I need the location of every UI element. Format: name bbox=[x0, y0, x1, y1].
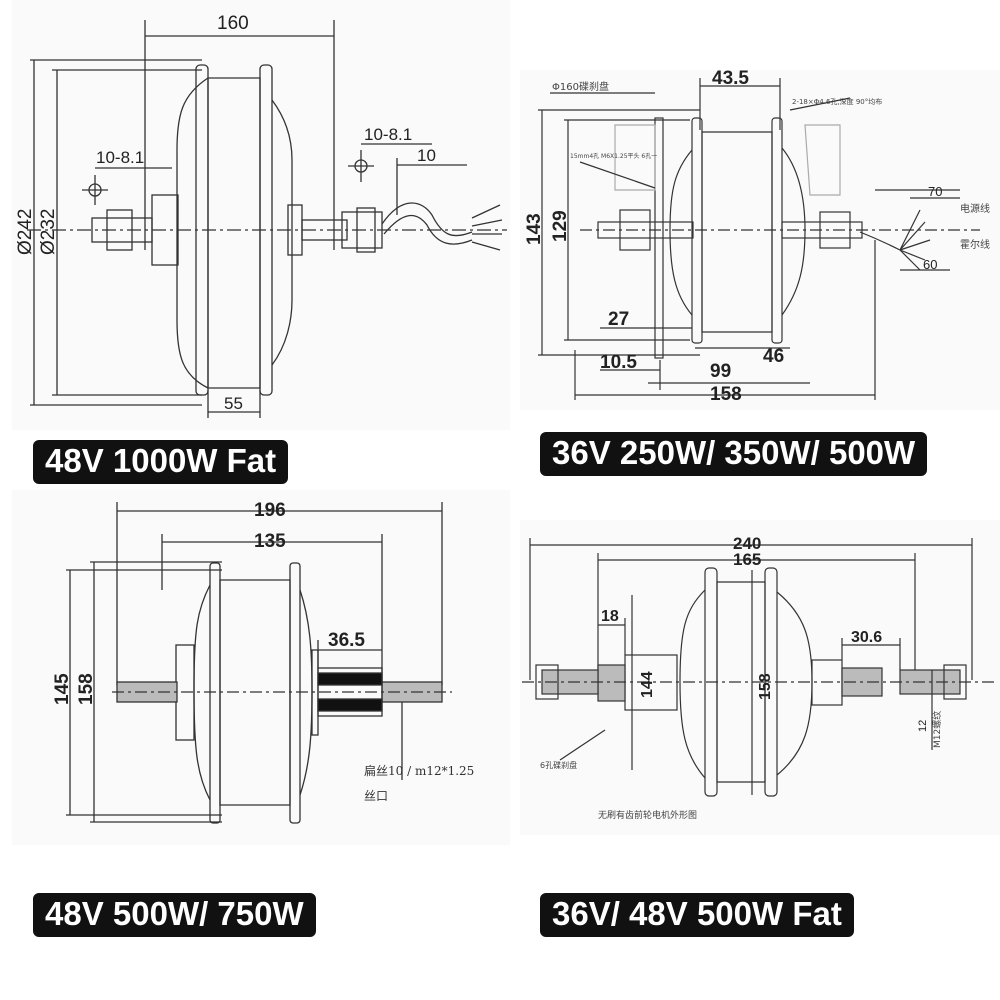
note-thread-spec: 扁丝10 / m12*1.25 bbox=[364, 764, 474, 778]
motor-drawing-2: 43.5 143 129 27 10.5 99 46 158 70 60 Φ16… bbox=[524, 70, 990, 405]
note-flange: 6孔碟刹盘 bbox=[540, 760, 577, 770]
dim-top: 43.5 bbox=[712, 70, 749, 89]
dim-hole-left: 10-8.1 bbox=[96, 148, 144, 167]
dim-cable: 10 bbox=[417, 146, 436, 165]
diagram-36v-48v-500w-fat: 240 165 18 30.6 144 158 12 M12螺纹 6孔碟刹盘 无… bbox=[520, 520, 1000, 835]
dim-27: 27 bbox=[608, 309, 629, 330]
motor-drawing-1: 160 Ø242 Ø232 10-8.1 10-8.1 10 55 bbox=[15, 13, 507, 418]
dim-width: 160 bbox=[217, 13, 249, 34]
note-power: 电源线 bbox=[960, 202, 990, 215]
dim-cable-60: 60 bbox=[923, 257, 937, 272]
dim-cable-70: 70 bbox=[928, 184, 942, 199]
dim-hole-right: 10-8.1 bbox=[364, 125, 412, 144]
dim-158: 158 bbox=[710, 384, 742, 405]
panel-label-36v-250w-350w-500w: 36V 250W/ 350W/ 500W bbox=[540, 432, 928, 476]
panel-label-48v-500w-750w: 48V 500W/ 750W bbox=[33, 893, 316, 937]
dim-axle-12: 12 bbox=[917, 720, 929, 732]
motor-drawing-4: 240 165 18 30.6 144 158 12 M12螺纹 6孔碟刹盘 无… bbox=[522, 534, 998, 821]
dim-158: 158 bbox=[757, 673, 774, 700]
dim-30-6: 30.6 bbox=[851, 629, 882, 646]
dim-height-158: 158 bbox=[76, 673, 97, 705]
dim-height-145: 145 bbox=[52, 673, 73, 705]
dim-height-143: 143 bbox=[524, 213, 545, 245]
panel-label-48v-1000w-fat: 48V 1000W Fat bbox=[33, 440, 289, 484]
note-hole: 2-18×Φ4.6孔,深度 90°均布 bbox=[792, 97, 882, 106]
note-spec: 15mm4孔 M6X1.25平头 6孔一 bbox=[570, 152, 657, 160]
motor-drawing-3: 196 135 36.5 145 158 扁丝10 / m12*1.25 丝口 bbox=[52, 500, 474, 824]
diagram-48v-1000w-fat: 160 Ø242 Ø232 10-8.1 10-8.1 10 55 bbox=[12, 0, 510, 430]
dim-10-5: 10.5 bbox=[600, 352, 637, 373]
note-thread-spec-2: 丝口 bbox=[364, 789, 388, 803]
dim-dia-inner: Ø232 bbox=[38, 209, 59, 255]
panel-label-36v-48v-500w-fat: 36V/ 48V 500W Fat bbox=[540, 893, 854, 937]
dim-144: 144 bbox=[639, 671, 656, 698]
dim-99: 99 bbox=[710, 361, 731, 382]
dim-18: 18 bbox=[601, 608, 619, 625]
dim-dia-outer: Ø242 bbox=[15, 209, 36, 255]
dim-overall-240: 240 bbox=[733, 534, 761, 553]
dim-body-165: 165 bbox=[733, 550, 761, 569]
diagram-48v-500w-750w: 196 135 36.5 145 158 扁丝10 / m12*1.25 丝口 bbox=[12, 490, 510, 845]
note-drawing-title: 无刷有齿前轮电机外形图 bbox=[598, 809, 697, 821]
diagram-36v-250w-350w-500w: 43.5 143 129 27 10.5 99 46 158 70 60 Φ16… bbox=[520, 70, 1000, 410]
note-hall: 霍尔线 bbox=[960, 238, 990, 251]
dim-body: 135 bbox=[254, 531, 286, 552]
dim-overall: 196 bbox=[254, 500, 286, 521]
dim-46: 46 bbox=[763, 346, 784, 367]
dim-hub: 55 bbox=[224, 394, 243, 413]
dim-thread: 36.5 bbox=[328, 630, 365, 651]
note-disc: Φ160碟刹盘 bbox=[552, 80, 609, 93]
dim-height-129: 129 bbox=[550, 210, 571, 242]
note-axle-spec: M12螺纹 bbox=[931, 711, 943, 748]
